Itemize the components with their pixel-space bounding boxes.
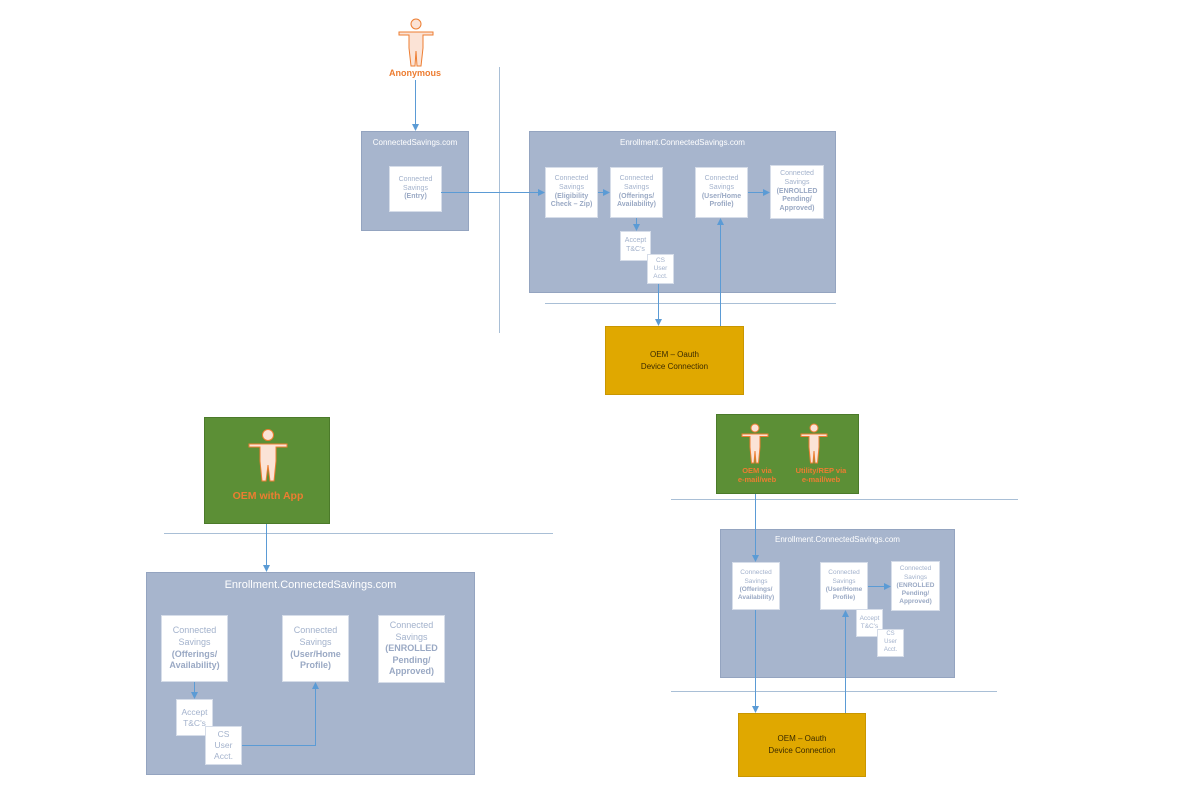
enrollment-panel-right-title: Enrollment.ConnectedSavings.com — [775, 535, 900, 544]
person-icon — [741, 423, 769, 464]
person-icon — [398, 18, 434, 67]
accept-tc-card-top[interactable]: Accept T&C's — [620, 231, 651, 261]
offerings-card-right[interactable]: Connected Savings (Offerings/ Availabili… — [732, 562, 780, 610]
oem-oauth-box-right[interactable]: OEM – Oauth Device Connection — [738, 713, 866, 777]
oem-with-app-actor-box: OEM with App — [204, 417, 330, 524]
oem-with-app-label: OEM with App — [232, 490, 304, 502]
entry-panel: ConnectedSavings.com Connected Savings (… — [361, 131, 469, 231]
oem-via-email-label: OEM via e-mail/web — [737, 466, 777, 484]
email-web-actors-box: OEM via e-mail/web Utility/REP via e-mai… — [716, 414, 859, 494]
enrollment-panel-top-title: Enrollment.ConnectedSavings.com — [620, 138, 745, 147]
accept-tc-card-left[interactable]: Accept T&C's — [176, 699, 213, 736]
enrolled-card-top[interactable]: Connected Savings (ENROLLED Pending/ App… — [770, 165, 824, 219]
person-icon — [800, 423, 828, 464]
offerings-card-left[interactable]: Connected Savings (Offerings/ Availabili… — [161, 615, 228, 682]
enrolled-card-right[interactable]: Connected Savings (ENROLLED Pending/ App… — [891, 561, 940, 611]
oem-oauth-box-top[interactable]: OEM – Oauth Device Connection — [605, 326, 744, 395]
person-icon — [248, 429, 288, 482]
profile-card-top[interactable]: Connected Savings (User/Home Profile) — [695, 167, 748, 218]
enrolled-card-left[interactable]: Connected Savings (ENROLLED Pending/ App… — [378, 615, 445, 683]
enrollment-panel-left-title: Enrollment.ConnectedSavings.com — [224, 579, 397, 591]
profile-card-right[interactable]: Connected Savings (User/Home Profile) — [820, 562, 868, 610]
cs-user-acct-card-left[interactable]: CS User Acct. — [205, 726, 242, 765]
entry-panel-title: ConnectedSavings.com — [372, 138, 458, 147]
cs-user-acct-card-top[interactable]: CS User Acct. — [647, 254, 674, 284]
cs-user-acct-card-right[interactable]: CS User Acct. — [877, 629, 904, 657]
profile-card-left[interactable]: Connected Savings (User/Home Profile) — [282, 615, 349, 682]
entry-card[interactable]: Connected Savings (Entry) — [389, 166, 442, 212]
utility-rep-via-email-label: Utility/REP via e-mail/web — [795, 466, 847, 484]
eligibility-card[interactable]: Connected Savings (Eligibility Check – Z… — [545, 167, 598, 218]
anonymous-actor — [396, 17, 436, 69]
anonymous-label: Anonymous — [388, 68, 441, 78]
offerings-card-top[interactable]: Connected Savings (Offerings/ Availabili… — [610, 167, 663, 218]
arrow-cs-to-profile-left — [242, 682, 319, 746]
